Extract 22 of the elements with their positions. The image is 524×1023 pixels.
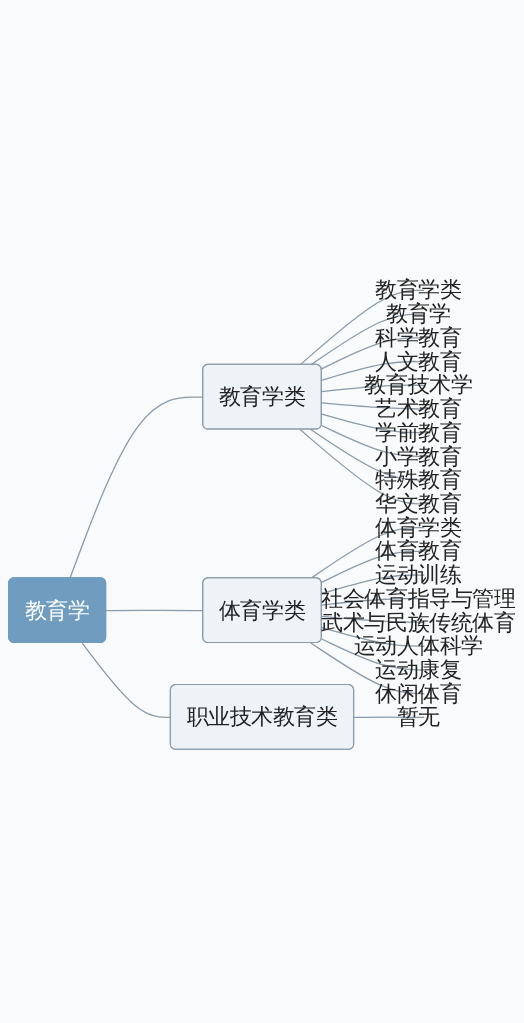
node-text: 教育学类 [375,276,462,303]
node-text: 特殊教育 [375,466,462,493]
node-text: 小学教育 [375,443,462,469]
connector [321,384,425,393]
connector [310,313,425,366]
node-text: 社会体育指导与管理 [321,585,516,612]
connector [299,289,425,366]
node-text: 华文教育 [375,490,462,517]
connector [353,716,425,719]
connector [310,526,425,579]
node-text: 运动康复 [375,656,462,683]
node-text: 艺术教育 [375,395,462,422]
node-text: 运动训练 [375,561,462,588]
node-text: 学前教育 [375,419,462,446]
connector [321,638,425,671]
node-text: 科学教育 [375,324,462,351]
node-text: 体育教育 [375,537,462,564]
connector [310,642,425,695]
node-text: 人文教育 [375,348,462,375]
node-text: 教育学 [385,300,451,327]
node-text: 运动人体科学 [353,632,484,659]
node-text: 武术与民族传统体育 [321,609,516,635]
